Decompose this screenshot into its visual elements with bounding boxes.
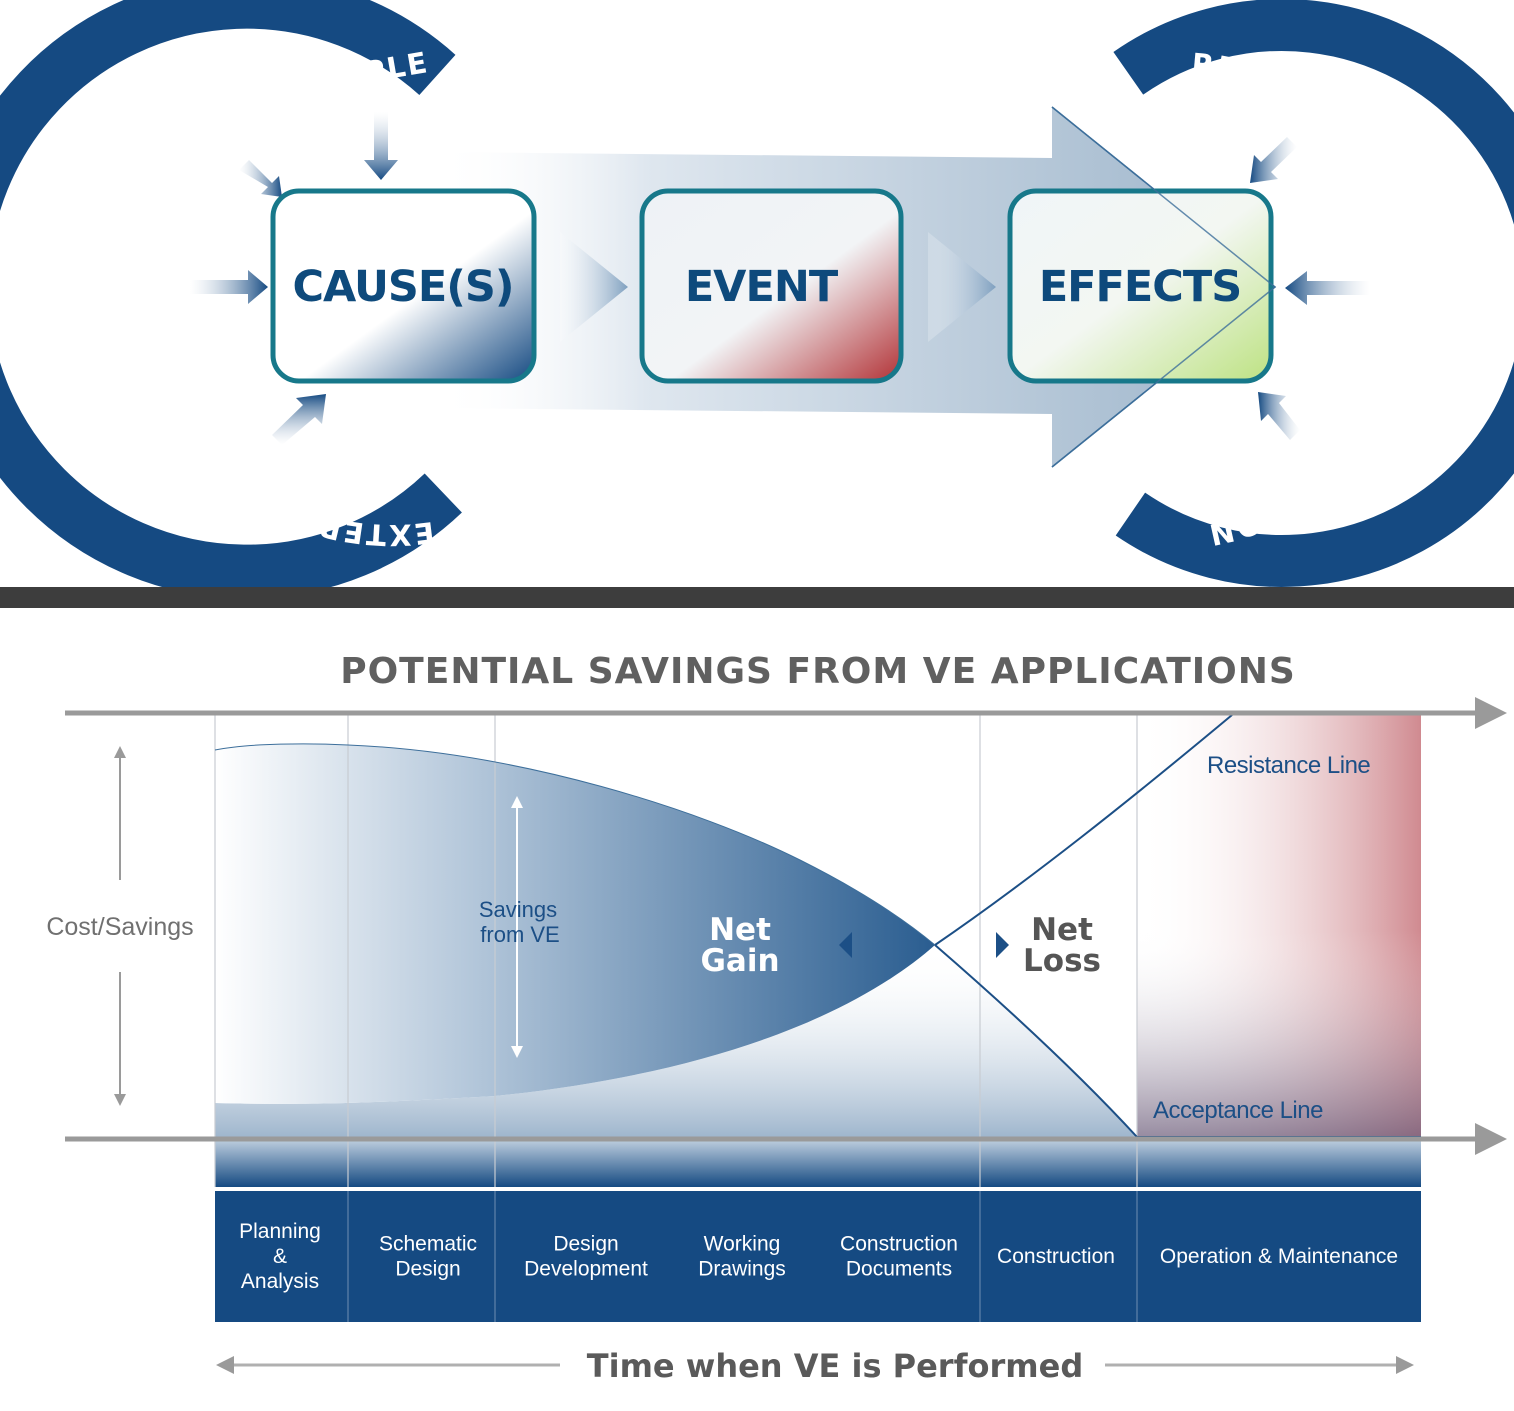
arrow-diagonal-down-left-icon [1250, 137, 1297, 183]
bottom-axis-arrowhead [1475, 1123, 1507, 1155]
net-gain-top-edge [214, 743, 936, 946]
net-gain-line1: Net [709, 912, 771, 948]
arrow-diagonal-icon [239, 160, 282, 197]
arrow-right-icon [190, 270, 268, 304]
resistance-line-label: Resistance Line [1207, 752, 1370, 779]
net-gain-area [215, 743, 935, 1104]
y-axis-label: Cost/Savings [46, 913, 193, 941]
event-label: EVENT [685, 262, 839, 312]
acceptance-line [934, 944, 1421, 1138]
phase-bar [215, 1191, 1421, 1322]
savings-label-line2: from VE [480, 922, 559, 947]
net-loss-line2: Loss [1023, 943, 1101, 979]
ring-label-human: HUMAN [1388, 207, 1433, 351]
resistance-line [934, 714, 1233, 946]
triangle-right-icon [996, 932, 1009, 958]
arrow-down-icon [364, 112, 398, 180]
baseline-band [215, 1137, 1421, 1187]
right-ring-arc [1113, 0, 1514, 587]
arrow-left-icon [1285, 271, 1370, 305]
phase-label: Analysis [241, 1270, 319, 1293]
phase-label: Design [553, 1233, 618, 1256]
ve-savings-chart: POTENTIAL SAVINGS FROM VE APPLICATIONS [46, 651, 1507, 1385]
top-axis-arrowhead [1475, 697, 1507, 729]
phase-label: Construction [840, 1233, 958, 1256]
phase-label: Construction [997, 1245, 1115, 1268]
chevron-arrow-2 [928, 232, 996, 342]
arrow-up-icon [272, 394, 326, 445]
effects-box [1007, 188, 1274, 384]
lower-fill-area [215, 945, 1137, 1137]
right-ring-separators [1368, 196, 1414, 396]
inward-arrows-right [1250, 137, 1370, 440]
x-axis-label: Time when VE is Performed [587, 1347, 1083, 1385]
ring-label-resources: RESOURCES [1190, 47, 1394, 175]
event-box [639, 188, 904, 384]
arrow-diagonal-up-left-icon [1258, 392, 1300, 440]
left-ring-separators [135, 63, 303, 389]
phase-label: & [273, 1245, 287, 1268]
left-ring-arc [0, 0, 462, 599]
operation-red-zone-shade [1137, 930, 1421, 1137]
arrow-tip-overlay [1051, 106, 1277, 468]
chevron-arrow-1 [560, 232, 628, 342]
savings-label-line1: Savings [479, 897, 557, 922]
phase-label: Schematic [379, 1233, 477, 1256]
net-gain-line2: Gain [700, 943, 779, 979]
acceptance-line-label: Acceptance Line [1153, 1097, 1323, 1124]
triangle-left-icon [839, 932, 852, 958]
net-loss-line1: Net [1031, 912, 1093, 948]
effects-label: EFFECTS [1039, 262, 1241, 312]
phase-label: Development [524, 1258, 648, 1281]
phase-label: Operation & Maintenance [1160, 1245, 1398, 1268]
phase-labels: Planning&AnalysisSchematicDesignDesignDe… [239, 1220, 1398, 1293]
inward-arrows-left [190, 112, 398, 445]
section-divider [0, 587, 1514, 608]
ring-label-systems: SYSTEMS [123, 203, 172, 381]
phase-label: Working [704, 1233, 781, 1256]
chart-title: POTENTIAL SAVINGS FROM VE APPLICATIONS [340, 651, 1296, 692]
phase-label: Design [395, 1258, 460, 1281]
cause-event-effects-diagram: PEOPLE PROCESS SYSTEMS EXTERNAL EVENTS R… [0, 0, 1514, 599]
cause-label: CAUSE(S) [292, 262, 513, 312]
phase-label: Drawings [698, 1258, 786, 1281]
phase-label: Planning [239, 1220, 321, 1243]
cause-box [270, 188, 537, 384]
phase-label: Documents [846, 1258, 952, 1281]
phase-bar-dividers [347, 1191, 1138, 1322]
